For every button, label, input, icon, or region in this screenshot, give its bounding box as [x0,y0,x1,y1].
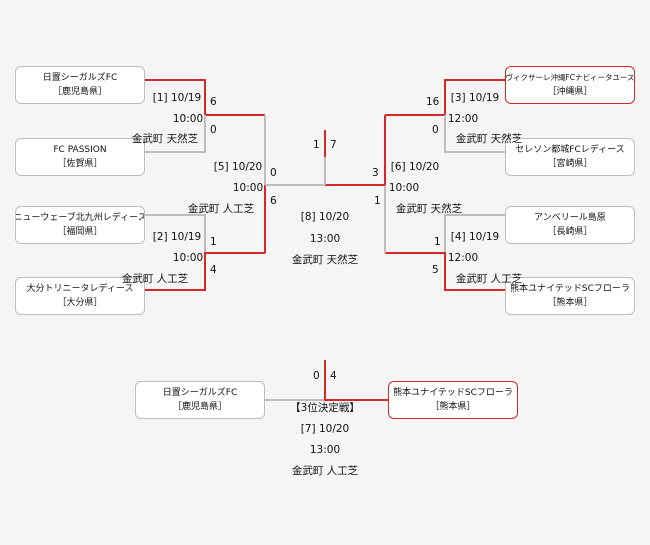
team-prefecture: ［福岡県］ [57,227,103,237]
m2-date: [2] 10/19 [152,231,202,243]
m4-score-1: 1 [434,236,441,248]
team-box-l3[interactable]: ニューウェーブ北九州レディース ［福岡県］ [15,206,145,244]
m7-date: [7] 10/20 [300,423,350,435]
m5-score-2: 6 [270,195,277,207]
team-name: FC PASSION [53,145,107,155]
team-prefecture: ［宮崎県］ [547,159,593,169]
m6-score-2: 1 [374,195,381,207]
team-prefecture: ［佐賀県］ [57,159,103,169]
team-name: アンベリール島原 [534,213,606,223]
m6-time: 10:00 [388,182,420,194]
m2-score-2: 4 [210,264,217,276]
line-third-right-win [324,360,388,401]
team-box-third-2[interactable]: 熊本ユナイテッドSCフローラ ［熊本県］ [388,381,518,419]
team-name: セレソン都城FCレディース [515,145,625,155]
team-box-l2[interactable]: FC PASSION ［佐賀県］ [15,138,145,176]
line-l1-win [145,79,265,116]
team-name: ヴィクサーレ沖縄FCナビィータユース [505,73,635,82]
m4-time: 12:00 [447,252,479,264]
m6-venue: 金武町 天然芝 [395,203,463,215]
team-prefecture: ［沖縄県］ [547,87,593,97]
team-prefecture: ［長崎県］ [547,227,593,237]
m4-score-2: 5 [432,264,439,276]
team-box-r4[interactable]: 熊本ユナイテッドSCフローラ ［熊本県］ [505,277,635,315]
line-l3 [145,214,206,253]
team-box-l1[interactable]: 日置シーガルズFC ［鹿児島県］ [15,66,145,104]
m1-venue: 金武町 天然芝 [131,133,199,145]
m4-venue: 金武町 人工芝 [455,273,523,285]
m1-score-2: 0 [210,124,217,136]
m7-score-2: 4 [330,370,337,382]
m1-score-1: 6 [210,96,217,108]
m2-venue: 金武町 人工芝 [121,273,189,285]
line-r3 [444,214,505,253]
line-r4-win [385,252,505,291]
m3-score-1: 16 [426,96,440,108]
m8-score-1: 1 [313,139,320,151]
m1-date: [1] 10/19 [152,92,202,104]
line-l4-win [145,252,265,291]
m4-date: [4] 10/19 [450,231,500,243]
team-name: 日置シーガルズFC [42,73,118,83]
m7-title: 【3位決定戦】 [290,402,360,414]
m5-venue: 金武町 人工芝 [187,203,255,215]
team-prefecture: ［大分県］ [57,298,103,308]
m5-score-1: 0 [270,167,277,179]
team-box-l4[interactable]: 大分トリニータレディース ［大分県］ [15,277,145,315]
m7-venue: 金武町 人工芝 [291,465,359,477]
team-box-r1[interactable]: ヴィクサーレ沖縄FCナビィータユース ［沖縄県］ [505,66,635,104]
m5-time: 10:00 [232,182,264,194]
m3-score-2: 0 [432,124,439,136]
team-prefecture: ［熊本県］ [547,298,593,308]
team-name: 大分トリニータレディース [26,284,134,294]
team-box-third-1[interactable]: 日置シーガルズFC ［鹿児島県］ [135,381,265,419]
m8-venue: 金武町 天然芝 [291,254,359,266]
team-box-r2[interactable]: セレソン都城FCレディース ［宮崎県］ [505,138,635,176]
team-name: 熊本ユナイテッドSCフローラ [393,388,513,398]
team-name: ニューウェーブ北九州レディース [15,213,145,223]
m3-venue: 金武町 天然芝 [455,133,523,145]
m1-time: 10:00 [172,113,204,125]
m8-date: [8] 10/20 [300,211,350,223]
line-l2 [145,115,206,153]
line-r1-win [385,79,505,116]
team-prefecture: ［鹿児島県］ [172,402,227,412]
m6-date: [6] 10/20 [390,161,440,173]
line-r2 [444,115,505,153]
team-prefecture: ［熊本県］ [430,402,476,412]
m7-score-1: 0 [313,370,320,382]
m7-time: 13:00 [309,444,341,456]
team-name: 日置シーガルズFC [162,388,238,398]
team-box-r3[interactable]: アンベリール島原 ［長崎県］ [505,206,635,244]
m5-date: [5] 10/20 [213,161,263,173]
team-prefecture: ［鹿児島県］ [52,87,107,97]
m2-time: 10:00 [172,252,204,264]
m8-time: 13:00 [309,233,341,245]
m6-score-1: 3 [372,167,379,179]
m2-score-1: 1 [210,236,217,248]
m3-time: 12:00 [447,113,479,125]
m3-date: [3] 10/19 [450,92,500,104]
m8-score-2: 7 [330,139,337,151]
team-name: 熊本ユナイテッドSCフローラ [510,284,630,294]
